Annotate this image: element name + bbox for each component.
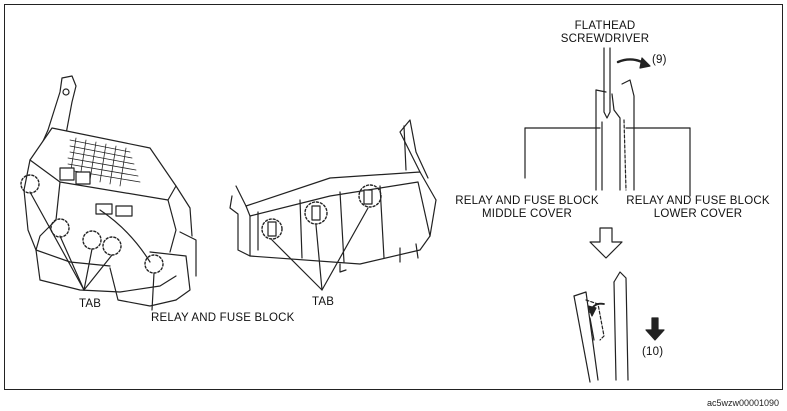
middle-cover-line2: MIDDLE COVER bbox=[482, 208, 572, 220]
flathead-label: FLATHEAD SCREWDRIVER bbox=[555, 20, 655, 46]
middle-cover-line1: RELAY AND FUSE BLOCK bbox=[455, 195, 599, 207]
lower-cover-line2: LOWER COVER bbox=[653, 208, 743, 220]
tab-label-middle: TAB bbox=[312, 296, 335, 308]
step-10-label: (10) bbox=[642, 346, 664, 358]
middle-cover-label: RELAY AND FUSE BLOCK MIDDLE COVER bbox=[452, 195, 602, 221]
lower-cover-label: RELAY AND FUSE BLOCK LOWER COVER bbox=[622, 195, 774, 221]
down-arrow-icon bbox=[589, 227, 623, 259]
diagram-frame bbox=[4, 4, 783, 390]
step-9-label: (9) bbox=[652, 54, 667, 66]
flathead-label-line1: FLATHEAD bbox=[574, 20, 636, 32]
relay-fuse-block-label: RELAY AND FUSE BLOCK bbox=[151, 312, 295, 324]
figure-code: ac5wzw00001090 bbox=[706, 398, 779, 408]
flathead-label-line2: SCREWDRIVER bbox=[560, 33, 650, 45]
screwdriver-step-9 bbox=[524, 47, 691, 197]
lower-cover-drawing bbox=[229, 119, 437, 291]
cover-release-step-10 bbox=[573, 271, 665, 383]
tab-label-left: TAB bbox=[79, 298, 102, 310]
relay-fuse-block-drawing bbox=[20, 75, 197, 311]
lower-cover-line1: RELAY AND FUSE BLOCK bbox=[626, 195, 770, 207]
solid-down-arrow-icon bbox=[645, 317, 665, 341]
